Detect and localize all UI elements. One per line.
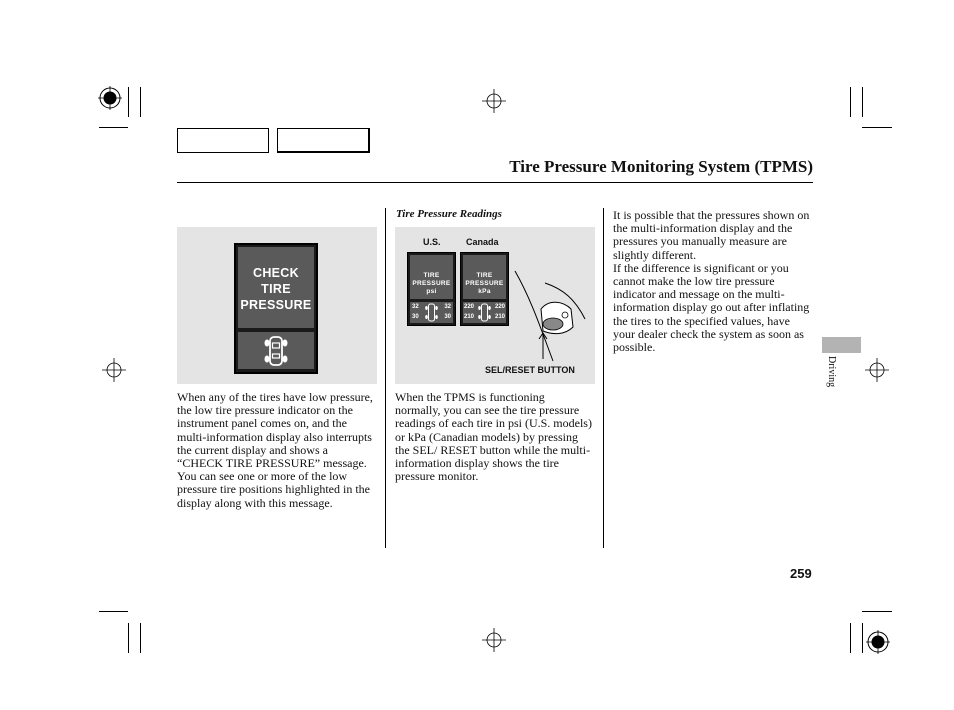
right-column-text: It is possible that the pressures shown … bbox=[613, 208, 813, 355]
us-line-2: PRESSURE bbox=[412, 280, 451, 287]
us-front-right: 32 bbox=[444, 304, 451, 310]
canada-line-3: kPa bbox=[478, 288, 491, 295]
steering-wheel-button-icon bbox=[514, 270, 586, 362]
middle-paragraph: When the TPMS is functioning normally, y… bbox=[395, 390, 592, 484]
page-number: 259 bbox=[790, 566, 812, 581]
canada-front-left: 220 bbox=[464, 304, 475, 310]
nav-box-index[interactable] bbox=[277, 128, 370, 153]
us-line-1: TIRE bbox=[423, 272, 440, 279]
registration-target-top-left bbox=[98, 86, 122, 110]
crosshair-bottom-center bbox=[482, 628, 506, 652]
canada-line-2: PRESSURE bbox=[465, 280, 504, 287]
canada-pressure-display: TIRE PRESSURE kPa 220 220 210 210 bbox=[460, 252, 509, 326]
mid-display: CHECK TIRE PRESSURE bbox=[234, 243, 318, 374]
label-us: U.S. bbox=[423, 237, 441, 247]
us-rear-right: 30 bbox=[444, 314, 451, 320]
display-line-2: TIRE bbox=[261, 282, 291, 296]
crosshair-left bbox=[102, 358, 126, 382]
canada-front-right: 220 bbox=[494, 304, 505, 310]
us-car-icon bbox=[425, 303, 438, 322]
canada-rear-left: 210 bbox=[464, 314, 475, 320]
left-column-text: When any of the tires have low pressure,… bbox=[177, 390, 375, 510]
section-tab[interactable] bbox=[822, 337, 861, 353]
nav-box-contents[interactable] bbox=[177, 128, 269, 153]
right-paragraph-1: It is possible that the pressures shown … bbox=[613, 208, 810, 262]
crosshair-right bbox=[865, 358, 889, 382]
tire-pressure-readings-figure: U.S. Canada TIRE PRESSURE psi 32 32 30 3… bbox=[395, 227, 595, 384]
title-rule bbox=[177, 182, 813, 183]
column-divider-1 bbox=[385, 208, 386, 548]
right-paragraph-2: If the difference is significant or you … bbox=[613, 260, 810, 355]
left-paragraph: When any of the tires have low pressure,… bbox=[177, 390, 373, 510]
figure-caption: Tire Pressure Readings bbox=[396, 208, 502, 220]
sel-reset-button-label: SEL/RESET BUTTON bbox=[485, 365, 575, 375]
column-divider-2 bbox=[603, 208, 604, 548]
display-line-1: CHECK bbox=[253, 266, 299, 280]
middle-column-text: When the TPMS is functioning normally, y… bbox=[395, 390, 593, 484]
us-pressure-display: TIRE PRESSURE psi 32 32 30 30 bbox=[407, 252, 456, 326]
check-tire-pressure-figure: CHECK TIRE PRESSURE bbox=[177, 227, 377, 384]
us-rear-left: 30 bbox=[412, 314, 419, 320]
us-line-3: psi bbox=[426, 288, 437, 295]
label-canada: Canada bbox=[466, 237, 499, 247]
display-line-3: PRESSURE bbox=[240, 298, 312, 312]
us-front-left: 32 bbox=[412, 304, 419, 310]
crosshair-top-center bbox=[482, 89, 506, 113]
canada-line-1: TIRE bbox=[476, 272, 493, 279]
page-title: Tire Pressure Monitoring System (TPMS) bbox=[509, 157, 813, 176]
canada-rear-right: 210 bbox=[494, 314, 505, 320]
car-tires-icon bbox=[264, 336, 288, 366]
canada-car-icon bbox=[478, 303, 491, 322]
section-tab-label: Driving bbox=[826, 356, 837, 388]
registration-target-bottom-right bbox=[866, 630, 890, 654]
